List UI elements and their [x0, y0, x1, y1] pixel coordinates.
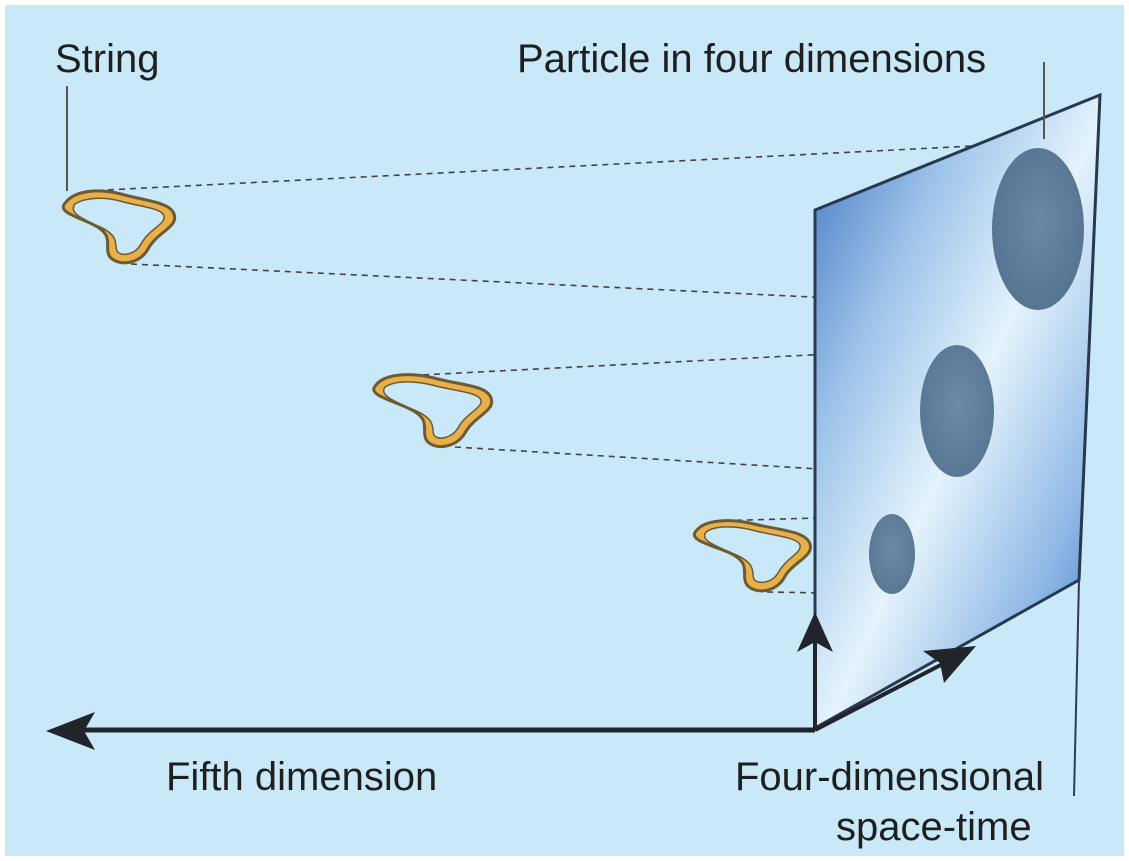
axes: [46, 612, 976, 750]
projection-line-top-1: [85, 142, 1033, 192]
spacetime-label-line1: Four-dimensional: [735, 755, 1044, 799]
fifth-dimension-label: Fifth dimension: [166, 755, 437, 799]
particle-label: Particle in four dimensions: [517, 37, 986, 81]
depth-axis: [814, 654, 959, 732]
particle-bottom: [869, 514, 915, 594]
fifth-dimension-arrowhead: [46, 712, 95, 750]
spacetime-label-line2: space-time: [836, 805, 1032, 849]
labels: String Particle in four dimensions Fifth…: [55, 37, 1044, 849]
particle-middle: [920, 345, 994, 477]
string-loop-bottom: [693, 519, 812, 593]
projection-line-top-2: [130, 263, 1039, 309]
string-loop-middle: [372, 373, 494, 449]
string-loop-top: [62, 189, 177, 265]
projection-line-middle-2: [454, 446, 952, 478]
string-label: String: [55, 37, 160, 81]
particle-top: [992, 148, 1084, 310]
time-axis-arrowhead: [797, 612, 833, 652]
depth-axis-arrowhead: [923, 646, 976, 683]
